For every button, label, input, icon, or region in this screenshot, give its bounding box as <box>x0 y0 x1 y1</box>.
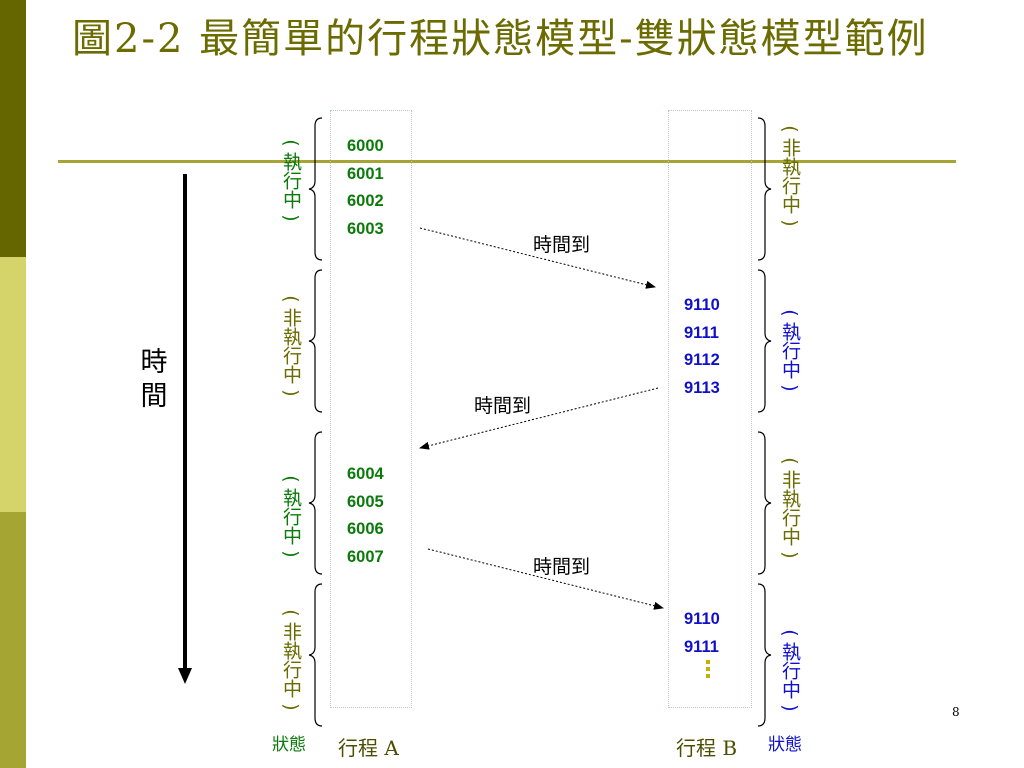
timeout-arrow-a-to-b-1 <box>419 227 656 289</box>
list-item: 6000 <box>347 137 384 155</box>
list-item: 6004 <box>347 465 384 483</box>
process-a-block-2: 6004 6005 6006 6007 <box>347 461 384 571</box>
left-state-2: (非執行中) <box>280 295 302 397</box>
state-text: 執行中 <box>779 322 801 379</box>
timeout-label-3: 時間到 <box>533 556 591 578</box>
process-b-column <box>668 110 752 708</box>
list-item: 6001 <box>347 164 384 183</box>
left-state-4: (非執行中) <box>280 609 302 711</box>
state-text: 非執行中 <box>779 138 801 214</box>
timeout-arrow-a-to-b-2 <box>427 548 664 610</box>
time-axis-label: 時間 <box>140 347 168 412</box>
process-b-block-2: 9110 9111 <box>684 606 720 661</box>
left-bar-light <box>0 257 26 512</box>
list-item: 9112 <box>684 351 720 369</box>
list-item: 9110 <box>684 610 720 628</box>
list-item: 6007 <box>347 547 384 566</box>
process-a-block-1: 6000 6001 6002 6003 <box>347 133 384 243</box>
list-item: 9111 <box>684 323 719 342</box>
right-brace-2 <box>757 269 772 413</box>
list-item: 6005 <box>347 492 384 511</box>
process-b-block-1: 9110 9111 9112 9113 <box>684 292 720 402</box>
right-state-3: (非執行中) <box>779 457 801 559</box>
process-a-caption: 行程 A <box>338 736 399 760</box>
time-axis-arrow <box>178 174 192 684</box>
right-brace-1 <box>757 117 772 261</box>
list-item: 6002 <box>347 192 384 210</box>
state-text: 執行中 <box>280 152 302 209</box>
state-text: 非執行中 <box>280 622 302 698</box>
left-brace-3 <box>308 431 323 575</box>
continuation-ellipsis <box>704 660 712 681</box>
right-state-1: (非執行中) <box>779 125 801 227</box>
list-item: 6006 <box>347 520 384 538</box>
list-item: 9113 <box>684 378 720 397</box>
state-text: 執行中 <box>280 488 302 545</box>
title-rule <box>58 160 956 163</box>
right-state-2: (執行中) <box>779 309 801 392</box>
state-text: 非執行中 <box>779 470 801 546</box>
state-text: 執行中 <box>779 642 801 699</box>
slide-title: 圖2-2 最簡單的行程狀態模型-雙狀態模型範例 <box>72 16 929 62</box>
left-brace-2 <box>308 269 323 413</box>
process-b-caption: 行程 B <box>676 736 738 760</box>
list-item: 9111 <box>684 637 719 656</box>
right-brace-4 <box>757 583 772 727</box>
left-bar-mid <box>0 512 26 768</box>
left-state-heading: 狀態 <box>272 735 306 755</box>
state-text: 非執行中 <box>280 308 302 384</box>
left-state-3: (執行中) <box>280 475 302 558</box>
process-a-column <box>330 110 412 708</box>
right-brace-3 <box>757 431 772 575</box>
list-item: 9110 <box>684 296 720 314</box>
timeout-label-1: 時間到 <box>533 234 591 256</box>
left-state-1: (執行中) <box>280 139 302 222</box>
right-state-4: (執行中) <box>779 629 801 712</box>
timeout-label-2: 時間到 <box>474 395 532 417</box>
right-state-heading: 狀態 <box>768 735 802 755</box>
list-item: 6003 <box>347 219 384 238</box>
left-brace-1 <box>308 117 323 261</box>
left-bar-dark <box>0 0 26 257</box>
page-number: 8 <box>952 705 960 719</box>
left-brace-4 <box>308 583 323 727</box>
timeout-arrow-b-to-a <box>419 387 659 450</box>
